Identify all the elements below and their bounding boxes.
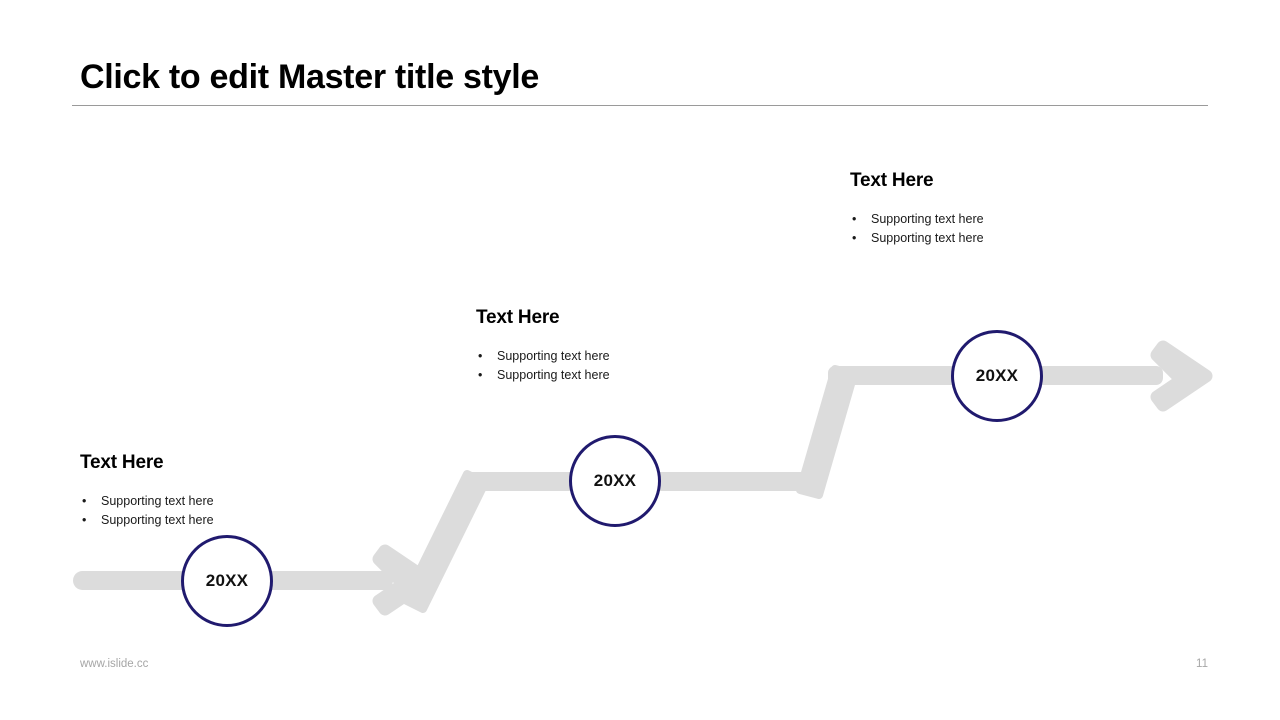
title-divider bbox=[72, 105, 1208, 106]
list-item: • Supporting text here bbox=[476, 347, 610, 366]
bullet-dot-icon: • bbox=[478, 349, 483, 363]
bullet-text: Supporting text here bbox=[497, 368, 610, 382]
milestone-text-3: Text Here • Supporting text here • Suppo… bbox=[850, 170, 984, 248]
milestone-heading-3: Text Here bbox=[850, 170, 934, 191]
page-number: 11 bbox=[1196, 658, 1208, 670]
milestone-year-3: 20XX bbox=[975, 366, 1019, 385]
milestone-node-2[interactable]: 20XX bbox=[569, 435, 661, 527]
list-item: • Supporting text here bbox=[476, 366, 610, 385]
milestone-bullets-1: • Supporting text here • Supporting text… bbox=[80, 492, 214, 530]
milestone-bullets-3: • Supporting text here • Supporting text… bbox=[850, 210, 984, 248]
list-item: • Supporting text here bbox=[80, 492, 214, 511]
bullet-text: Supporting text here bbox=[871, 212, 984, 226]
bullet-dot-icon: • bbox=[478, 368, 483, 382]
milestone-heading-2: Text Here bbox=[476, 307, 560, 328]
list-item: • Supporting text here bbox=[850, 229, 984, 248]
milestone-node-3[interactable]: 20XX bbox=[951, 330, 1043, 422]
bullet-dot-icon: • bbox=[82, 494, 87, 508]
milestone-node-1[interactable]: 20XX bbox=[181, 535, 273, 627]
bullet-dot-icon: • bbox=[852, 212, 857, 226]
page-title: Click to edit Master title style bbox=[80, 58, 539, 96]
milestone-bullets-2: • Supporting text here • Supporting text… bbox=[476, 347, 610, 385]
bullet-text: Supporting text here bbox=[101, 513, 214, 527]
milestone-text-1: Text Here • Supporting text here • Suppo… bbox=[80, 452, 214, 530]
bullet-dot-icon: • bbox=[82, 513, 87, 527]
footer-url[interactable]: www.islide.cc bbox=[80, 658, 149, 670]
milestone-year-2: 20XX bbox=[593, 471, 637, 490]
milestone-heading-1: Text Here bbox=[80, 452, 164, 473]
bullet-text: Supporting text here bbox=[871, 231, 984, 245]
bullet-text: Supporting text here bbox=[101, 494, 214, 508]
list-item: • Supporting text here bbox=[80, 511, 214, 530]
milestone-year-1: 20XX bbox=[205, 571, 249, 590]
bullet-dot-icon: • bbox=[852, 231, 857, 245]
list-item: • Supporting text here bbox=[850, 210, 984, 229]
milestone-text-2: Text Here • Supporting text here • Suppo… bbox=[476, 307, 610, 385]
bullet-text: Supporting text here bbox=[497, 349, 610, 363]
